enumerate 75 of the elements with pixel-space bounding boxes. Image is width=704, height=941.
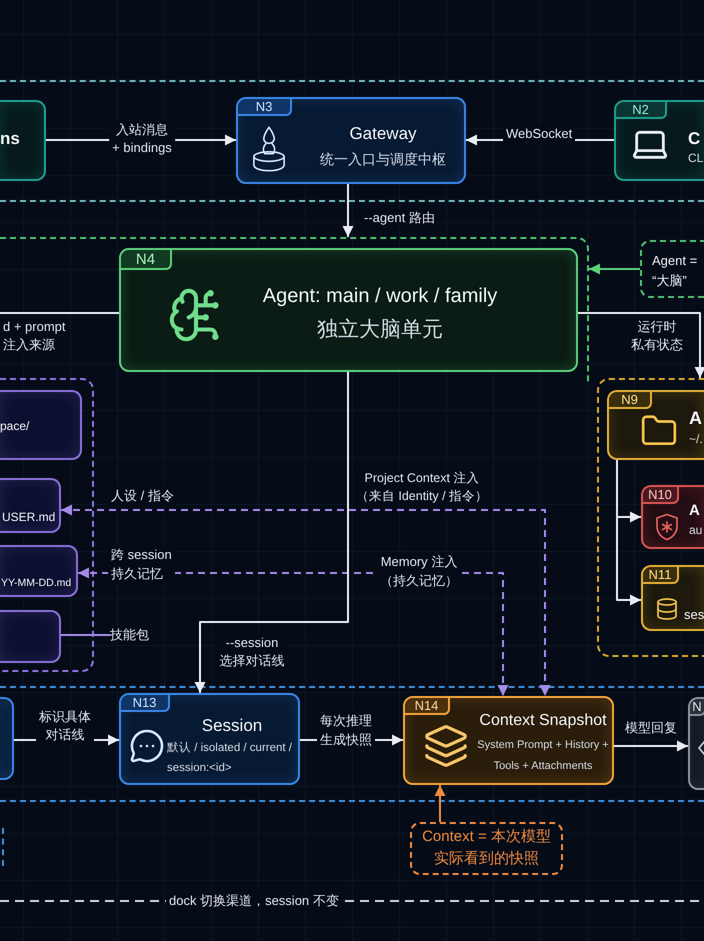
node-title: A: [689, 502, 701, 521]
leader-line: [61, 634, 110, 636]
node-card: [403, 696, 614, 785]
node-title: Gateway: [348, 123, 418, 144]
node-title: ses: [684, 607, 704, 624]
node-card: [607, 390, 704, 460]
node-card: [0, 390, 82, 460]
note-box: [640, 240, 704, 298]
note-text: Context = 本次模型实际看到的快照: [421, 827, 552, 869]
arrow: [194, 372, 349, 693]
node-card: [641, 485, 704, 549]
node-title: A: [689, 407, 703, 430]
empty-node-card: [0, 697, 14, 780]
annotation-text: dock 切换渠道，session 不变: [166, 892, 342, 910]
node-card: [641, 565, 704, 631]
edge-label: WebSocket: [503, 125, 576, 143]
node-title: Session: [200, 715, 264, 736]
node-subtitle: System Prompt + History + Tools + Attachments: [476, 738, 610, 774]
connector-line: [0, 312, 119, 314]
node-subtitle: 独立大脑单元: [316, 317, 444, 343]
node-title: pace/: [0, 419, 30, 434]
node-subtitle: au: [689, 522, 704, 539]
edge-label: 每次推理生成快照: [317, 711, 375, 749]
node-title: C: [688, 128, 702, 150]
node-subtitle: CL: [688, 150, 704, 168]
edge-label: 运行时私有状态: [628, 318, 686, 354]
text-label: 技能包: [110, 626, 149, 644]
dashed-group-frame: [0, 237, 589, 383]
edge-label: 人设 / 指令: [108, 487, 177, 505]
swimlane-band: [0, 80, 704, 202]
note-box: [410, 822, 563, 875]
annotation-text: Project Context 注入（来自 Identity / 指令）: [352, 469, 492, 505]
edge-label: --session 选择对话线: [216, 634, 288, 670]
edge-label: 标识具体对话线: [36, 708, 94, 744]
node-title: Agent: main / work / family: [262, 284, 498, 309]
node-card: [236, 97, 466, 184]
node-tag: N14: [405, 698, 450, 715]
edge-label: 跨 session 持久记忆: [108, 545, 175, 583]
node-title: ns: [0, 128, 21, 150]
node-tag: N3: [238, 99, 292, 116]
node-tag: N: [690, 699, 704, 716]
double-arrow: [61, 504, 550, 696]
node-tag: N10: [643, 487, 679, 504]
node-title: YY-MM-DD.md: [1, 577, 72, 590]
note-text: Agent = “大脑”: [652, 252, 698, 290]
node-card: [0, 100, 46, 181]
node-title: Context Snapshot: [478, 711, 608, 731]
edge-label: --agent 路由: [361, 209, 438, 227]
node-card: [119, 248, 578, 372]
arrow: [342, 184, 354, 237]
node-tag: N2: [616, 102, 667, 119]
arrow: [578, 312, 704, 378]
node-tag: N11: [643, 567, 679, 584]
node-subtitle: ~/.: [689, 430, 704, 448]
arrow: [434, 785, 446, 822]
edge-label: 入站消息 + bindings: [109, 121, 175, 157]
empty-node-card: [0, 610, 61, 663]
node-tag: N4: [121, 250, 172, 270]
node-tag: N9: [609, 392, 652, 409]
dashed-group-frame: [0, 378, 94, 672]
arrow: [589, 264, 640, 274]
arrow: [614, 740, 688, 752]
node-card: [0, 545, 78, 597]
node-subtitle: 默认 / isolated / current / session:<id>: [167, 740, 293, 776]
node-card: [614, 100, 704, 181]
dashed-box: [0, 828, 4, 866]
swimlane-band: [0, 686, 704, 802]
node-card: [688, 697, 704, 790]
dashed-group-frame: [597, 378, 704, 657]
node-title: USER.md: [2, 510, 56, 525]
node-card: [0, 478, 61, 533]
arrow: [616, 460, 641, 606]
node-tag: N13: [121, 695, 170, 712]
node-card: [119, 693, 300, 785]
node-subtitle: 统一入口与调度中枢: [319, 150, 447, 170]
